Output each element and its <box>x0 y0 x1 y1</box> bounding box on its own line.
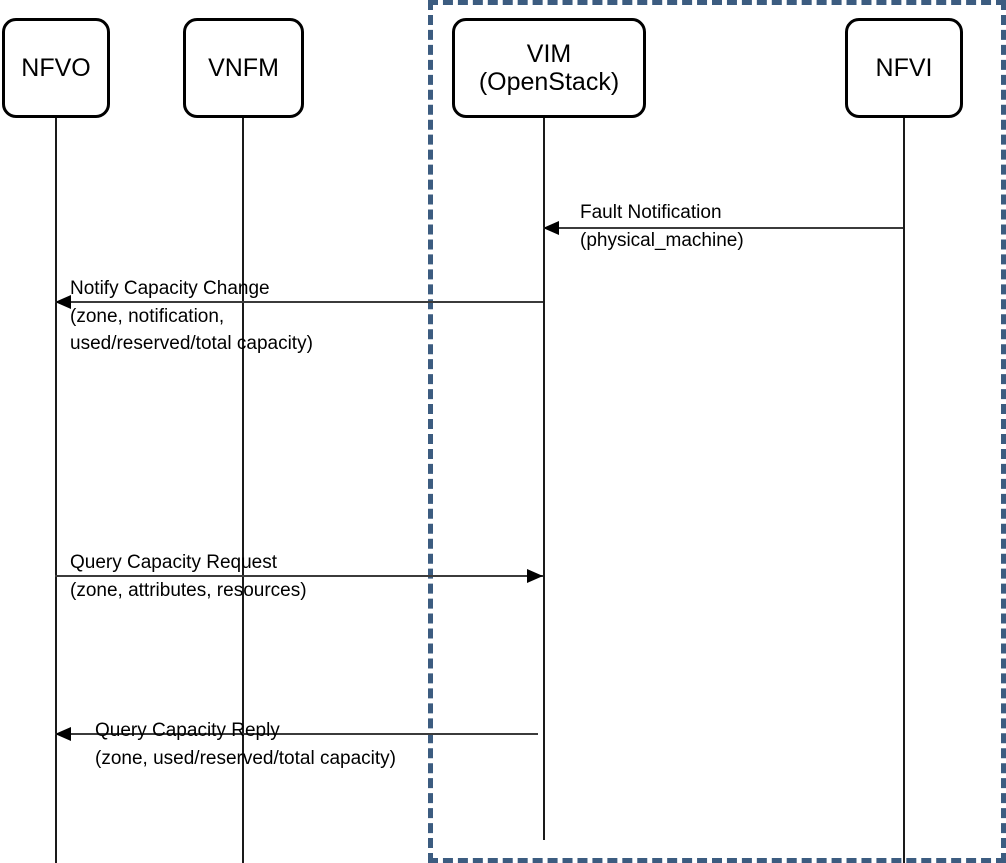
message-label-line: (zone, notification, <box>70 305 225 327</box>
participant-label-vim: VIM <box>526 40 572 68</box>
participant-vim[interactable]: VIM(OpenStack) <box>452 18 646 118</box>
message-label-line: (zone, used/reserved/total capacity) <box>95 747 396 769</box>
message-label-query-capacity-reply: Query Capacity Reply (zone, used/reserved… <box>95 717 396 772</box>
message-label-fault-notification: Fault Notification (physical_machine) <box>580 199 744 254</box>
message-label-line: (physical_machine) <box>580 229 744 251</box>
participant-vnfm[interactable]: VNFM <box>183 18 304 118</box>
message-label-line: used/reserved/total capacity) <box>70 333 313 355</box>
message-arrowhead-query-capacity-request <box>527 569 543 583</box>
message-line-query-capacity-request <box>55 575 543 577</box>
participant-label-nfvo: NFVO <box>21 54 91 82</box>
message-label-line: Query Capacity Request <box>70 552 277 573</box>
message-arrowhead-notify-capacity-change <box>55 295 71 309</box>
participant-label-vnfm: VNFM <box>208 54 279 82</box>
group-boundary-vim-nfvi-domain-group <box>428 0 1006 863</box>
message-arrowhead-query-capacity-reply <box>55 727 71 741</box>
message-line-query-capacity-reply <box>55 733 538 735</box>
message-line-fault-notification <box>543 227 903 229</box>
participant-label-vim: (OpenStack) <box>478 68 620 96</box>
message-label-line: Fault Notification <box>580 202 722 223</box>
participant-nfvi[interactable]: NFVI <box>845 18 963 118</box>
participant-nfvo[interactable]: NFVO <box>2 18 110 118</box>
lifeline-nfvi <box>903 118 905 863</box>
lifeline-vim <box>543 118 545 840</box>
message-label-notify-capacity-change: Notify Capacity Change (zone, notificatio… <box>70 275 313 358</box>
participant-label-nfvi: NFVI <box>875 54 933 82</box>
message-label-line: Query Capacity Reply <box>95 720 280 741</box>
message-arrowhead-fault-notification <box>543 221 559 235</box>
lifeline-nfvo <box>55 118 57 863</box>
message-line-notify-capacity-change <box>55 301 543 303</box>
message-label-line: Notify Capacity Change <box>70 278 270 299</box>
lifeline-vnfm <box>242 118 244 863</box>
message-label-line: (zone, attributes, resources) <box>70 579 307 601</box>
message-label-query-capacity-request: Query Capacity Request (zone, attributes,… <box>70 549 307 604</box>
